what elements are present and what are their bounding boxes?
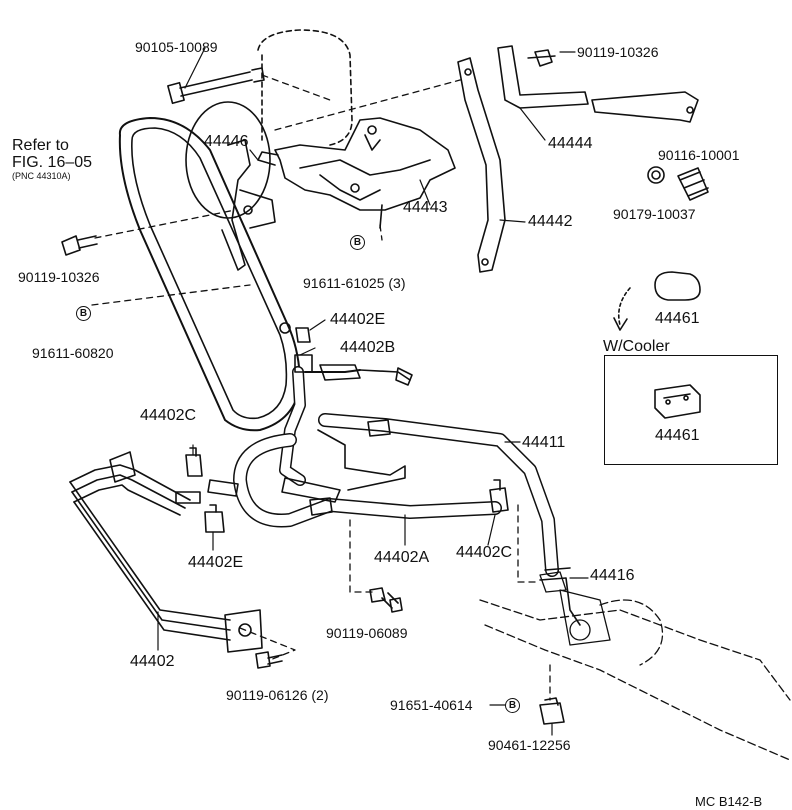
w-cooler-inset	[604, 355, 778, 465]
clamp-44402C-right	[490, 480, 508, 512]
bolt-90119-06089	[370, 588, 402, 612]
label-44411: 44411	[522, 434, 566, 451]
label-44446: 44446	[204, 133, 249, 150]
bolt-and-nut-90116	[648, 167, 708, 200]
refer-to-line1: Refer to	[12, 137, 69, 154]
rod-44442	[458, 58, 505, 272]
cushion-44461-box	[655, 385, 700, 418]
label-44402A: 44402A	[374, 549, 430, 566]
label-leaders	[158, 48, 588, 735]
bracket-44443	[258, 118, 455, 228]
label-44461-top: 44461	[655, 310, 700, 327]
label-44402: 44402	[130, 653, 175, 670]
cushion-44461-top	[655, 272, 700, 300]
label-90179-10037: 90179-10037	[613, 206, 696, 222]
label-44402C-left: 44402C	[140, 407, 197, 424]
inset-title-w-cooler: W/Cooler	[603, 338, 670, 355]
bolt-90119-10326-top	[535, 50, 552, 66]
b-marker-left: B	[76, 306, 91, 321]
clamp-44402C-left	[186, 448, 202, 476]
hose-44402A	[208, 440, 495, 521]
label-90119-06126: 90119-06126 (2)	[226, 687, 329, 703]
leader-lines	[92, 75, 550, 700]
pump-bracket-44446	[222, 140, 250, 270]
label-90105-10089: 90105-10089	[135, 39, 218, 55]
b-marker-top: B	[350, 235, 365, 250]
label-44402B: 44402B	[340, 339, 396, 356]
bolt-90105-10089	[168, 68, 264, 103]
label-90116-10001: 90116-10001	[658, 147, 740, 163]
label-90119-06089: 90119-06089	[326, 625, 408, 641]
label-90119-10326-top: 90119-10326	[577, 44, 659, 60]
label-44402E-bottom: 44402E	[188, 554, 244, 571]
refer-to-line2: FIG. 16–05	[12, 154, 93, 171]
label-44402C-right: 44402C	[456, 544, 513, 561]
label-44461-box: 44461	[655, 427, 700, 444]
clamp-44402E-top	[280, 323, 310, 342]
refer-to-line3: (PNC 44310A)	[12, 171, 71, 181]
bolt-90119-06126	[256, 652, 282, 668]
b-marker-bottom: B	[505, 698, 520, 713]
label-44443: 44443	[403, 199, 448, 216]
bracket-44444	[498, 46, 698, 122]
label-44416: 44416	[590, 567, 635, 584]
pump-pulley	[186, 102, 270, 218]
cooler-arrow	[614, 288, 630, 330]
label-91651-40614: 91651-40614	[390, 697, 473, 713]
hose-44402B	[285, 355, 412, 480]
clip-90461-12256	[540, 698, 564, 724]
bolt-90119-10326-left	[62, 236, 97, 255]
label-44444: 44444	[548, 135, 593, 152]
label-90119-10326-left: 90119-10326	[18, 269, 100, 285]
label-44402E-top: 44402E	[330, 311, 386, 328]
label-44442: 44442	[528, 213, 573, 230]
clamp-44402E-bottom	[205, 505, 224, 532]
label-91611-61025: 91611-61025 (3)	[303, 275, 406, 291]
hose-44416	[540, 568, 580, 625]
figure-code: MC B142-B	[695, 794, 763, 809]
pipe-44402	[70, 452, 262, 652]
steering-gear	[480, 572, 790, 760]
label-91611-60820: 91611-60820	[32, 345, 114, 361]
hose-44411	[318, 420, 552, 570]
label-90461-12256: 90461-12256	[488, 737, 571, 753]
